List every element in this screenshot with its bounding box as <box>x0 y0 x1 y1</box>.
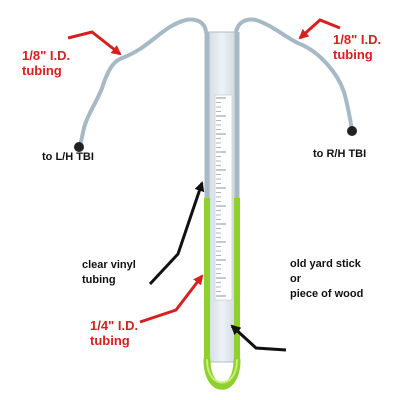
right-tubing-arrow <box>298 18 341 40</box>
right-tbi-connector <box>347 126 357 136</box>
right-tubing-label: 1/8" I.D. tubing <box>333 32 382 62</box>
quarter-tubing-arrow <box>139 274 204 324</box>
u-bend-highlight <box>206 359 238 384</box>
quarter-tubing-label: 1/4" I.D. tubing <box>90 318 139 348</box>
left-tbi-connector <box>74 142 84 152</box>
yard-stick-label: old yard stick or piece of wood <box>290 258 364 300</box>
scale-ticks <box>216 97 226 297</box>
left-thin-tubing <box>78 17 208 148</box>
left-tubing-label: 1/8" I.D. tubing <box>22 48 71 78</box>
scale-strip <box>214 94 233 301</box>
to-left-tbi-label: to L/H TBI <box>42 151 94 163</box>
to-right-tbi-label: to R/H TBI <box>313 148 367 160</box>
right-thin-tubing <box>234 17 354 132</box>
clear-vinyl-tubing-label: clear vinyl tubing <box>82 259 136 286</box>
clear-vinyl-arrow <box>148 181 205 286</box>
yard-stick-arrow <box>230 324 287 352</box>
left-tubing-arrow <box>67 30 122 56</box>
